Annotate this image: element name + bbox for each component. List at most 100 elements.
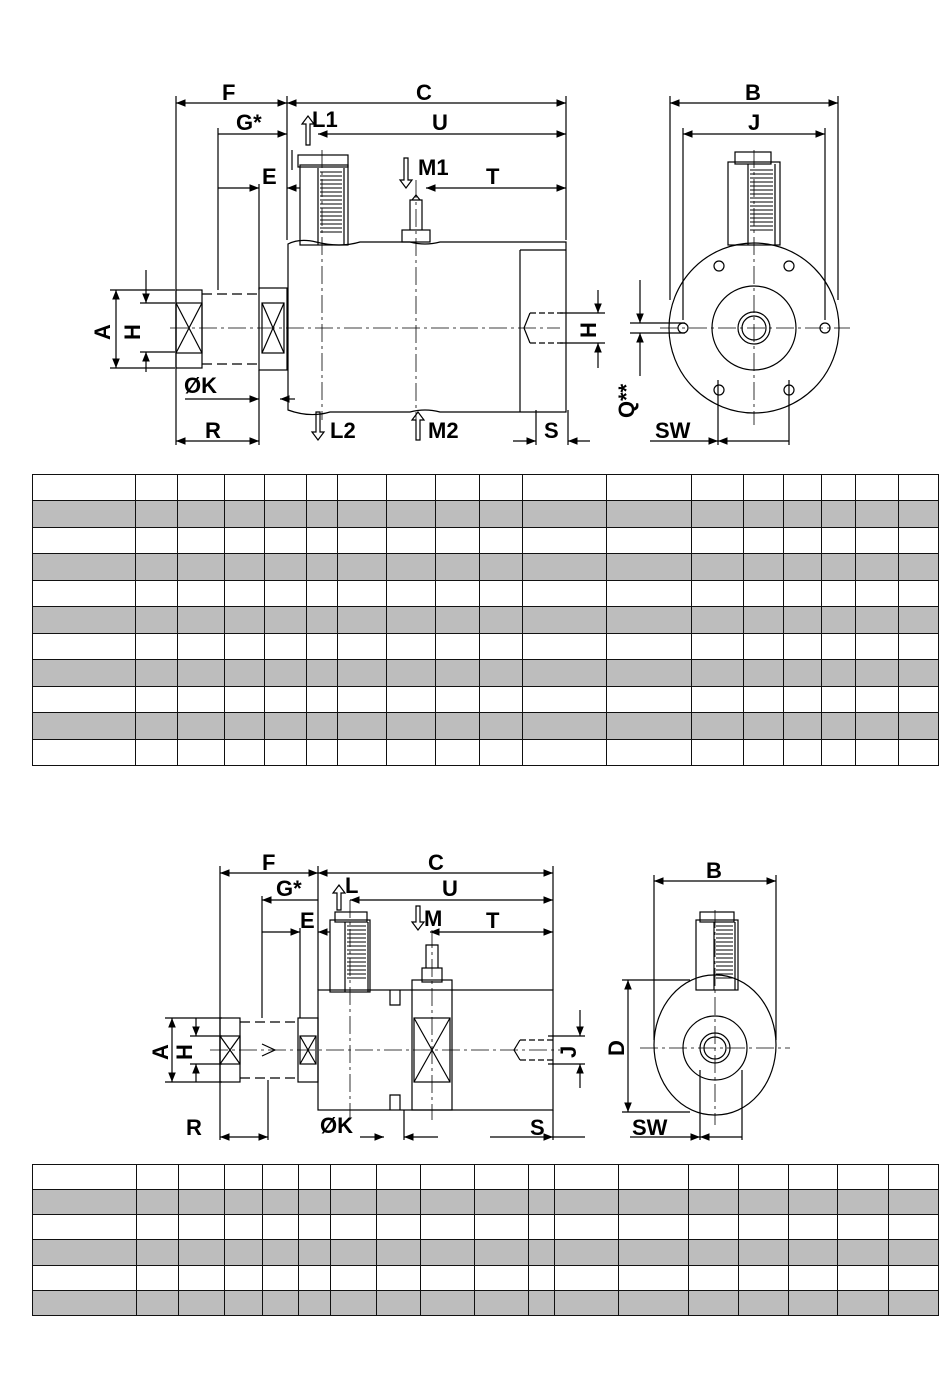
table-cell: [821, 712, 856, 740]
table-cell: [32, 1289, 137, 1317]
table-cell: [224, 1289, 263, 1317]
table-cell: [298, 1163, 331, 1191]
table-cell: [522, 579, 607, 608]
table-cell: [330, 1264, 377, 1291]
table-cell: [606, 712, 692, 740]
table-cell: [178, 1163, 225, 1191]
table-cell: [888, 1289, 939, 1317]
table-cell: [330, 1289, 377, 1317]
table-cell: [306, 685, 338, 714]
table-cell: [479, 632, 523, 661]
table-cell: [898, 473, 939, 502]
table-cell: [435, 632, 480, 661]
table-cell: [330, 1163, 377, 1191]
table-cell: [522, 473, 607, 502]
table-cell: [32, 1214, 137, 1241]
table-cell: [788, 1163, 838, 1191]
table-cell: [178, 1289, 225, 1317]
table-cell: [298, 1239, 331, 1266]
table-cell: [855, 606, 899, 634]
table-cell: [855, 712, 899, 740]
table-cell: [783, 632, 822, 661]
table-cell: [435, 712, 480, 740]
table-cell: [618, 1264, 689, 1291]
table-cell: [855, 738, 899, 767]
table-row: [32, 1264, 939, 1291]
table-cell: [528, 1214, 555, 1241]
table-cell: [479, 685, 523, 714]
table-cell: [743, 606, 784, 634]
table-cell: [224, 606, 265, 634]
table-cell: [688, 1163, 739, 1191]
table-cell: [474, 1239, 529, 1266]
dim2-label-t: T: [486, 908, 500, 933]
table-cell: [606, 526, 692, 555]
dim2-label-j: J: [556, 1046, 581, 1058]
table-cell: [435, 685, 480, 714]
table-cell: [306, 738, 338, 767]
table-cell: [264, 685, 307, 714]
table-cell: [224, 579, 265, 608]
dim-label-sw: SW: [655, 418, 691, 443]
table-cell: [337, 659, 387, 687]
table-cell: [386, 632, 436, 661]
table-cell: [788, 1189, 838, 1216]
table-cell: [474, 1289, 529, 1317]
table-cell: [135, 685, 178, 714]
table-cell: [618, 1189, 689, 1216]
table-cell: [178, 1239, 225, 1266]
table-cell: [691, 606, 744, 634]
table-cell: [788, 1289, 838, 1317]
table-cell: [837, 1264, 889, 1291]
table-cell: [177, 606, 225, 634]
table-cell: [262, 1239, 299, 1266]
table-cell: [386, 659, 436, 687]
table-cell: [554, 1239, 619, 1266]
table-cell: [743, 579, 784, 608]
table-cell: [32, 473, 136, 502]
table-cell: [386, 553, 436, 581]
table-cell: [898, 553, 939, 581]
table-cell: [606, 738, 692, 767]
table-cell: [788, 1214, 838, 1241]
table-cell: [821, 632, 856, 661]
table-cell: [135, 659, 178, 687]
table-cell: [337, 712, 387, 740]
table-cell: [386, 473, 436, 502]
table-cell: [376, 1189, 421, 1216]
table-row: [32, 712, 939, 740]
table-cell: [554, 1214, 619, 1241]
table-cell: [306, 500, 338, 528]
table-cell: [136, 1214, 179, 1241]
table-cell: [898, 632, 939, 661]
table-cell: [224, 553, 265, 581]
table-cell: [821, 659, 856, 687]
table-cell: [743, 712, 784, 740]
table-cell: [898, 738, 939, 767]
table-cell: [135, 553, 178, 581]
table-cell: [264, 632, 307, 661]
table-cell: [606, 685, 692, 714]
table-cell: [420, 1264, 475, 1291]
table-row: [32, 685, 939, 714]
dim2-label-b: B: [706, 858, 722, 883]
table-cell: [898, 712, 939, 740]
table-cell: [691, 579, 744, 608]
table-cell: [837, 1214, 889, 1241]
table-cell: [479, 526, 523, 555]
table-cell: [606, 606, 692, 634]
table-cell: [691, 738, 744, 767]
table-cell: [606, 500, 692, 528]
table-cell: [691, 553, 744, 581]
table-cell: [738, 1289, 789, 1317]
dim-label-q: Q**: [614, 383, 639, 418]
table-cell: [743, 659, 784, 687]
table-cell: [435, 579, 480, 608]
table-cell: [738, 1163, 789, 1191]
table-cell: [337, 606, 387, 634]
table-cell: [743, 685, 784, 714]
table-cell: [898, 685, 939, 714]
table-cell: [522, 526, 607, 555]
dim-label-k: ØK: [184, 373, 217, 398]
table-cell: [691, 526, 744, 555]
